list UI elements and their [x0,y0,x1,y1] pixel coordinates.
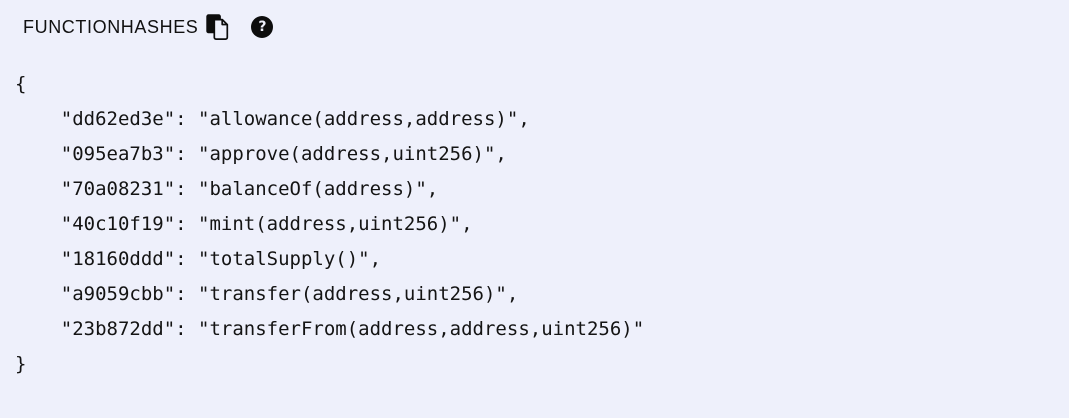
code-line: "a9059cbb": "transfer(address,uint256)", [15,283,519,305]
code-line: "40c10f19": "mint(address,uint256)", [15,213,473,235]
panel-title: FUNCTIONHASHES [23,17,199,37]
code-line: "70a08231": "balanceOf(address)", [15,178,439,200]
code-line: "095ea7b3": "approve(address,uint256)", [15,143,507,165]
copy-button[interactable] [206,14,230,40]
copy-icon [206,14,230,40]
json-code-block: { "dd62ed3e": "allowance(address,address… [15,67,1069,382]
code-line: } [15,353,27,375]
code-line: "23b872dd": "transferFrom(address,addres… [15,318,645,340]
code-line: "18160ddd": "totalSupply()", [15,248,382,270]
panel-header: FUNCTIONHASHES ? [23,13,1069,41]
code-line: "dd62ed3e": "allowance(address,address)"… [15,108,530,130]
help-icon[interactable]: ? [251,16,274,38]
code-line: { [15,73,27,95]
